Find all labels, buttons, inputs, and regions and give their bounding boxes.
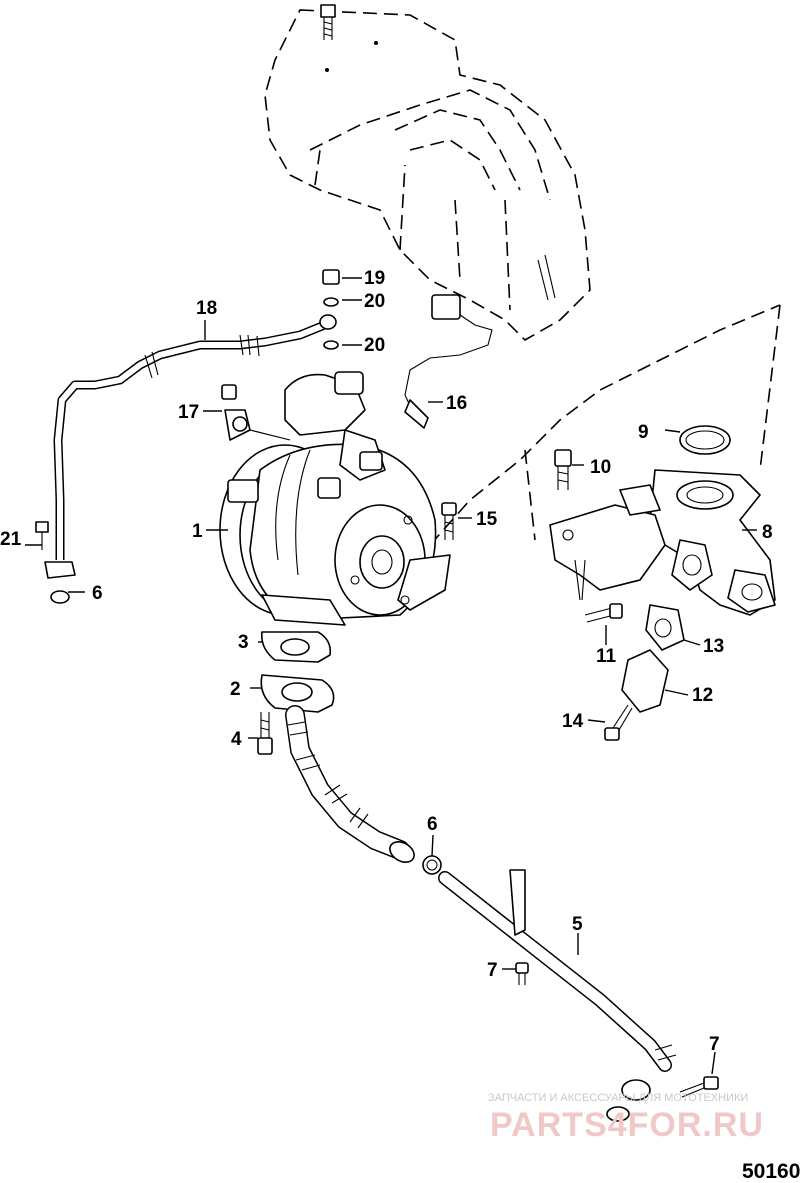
- callout-13: 13: [703, 636, 724, 657]
- bolt-15: [441, 502, 457, 540]
- callout-12: 12: [692, 685, 713, 706]
- banjo-fitting-19-20: [322, 269, 340, 350]
- callout-4: 4: [231, 729, 242, 750]
- callout-20-upper: 20: [364, 291, 385, 312]
- figure-number: 50160: [742, 1160, 800, 1183]
- watermark: ЗАПЧАСТИ И АКСЕССУАРЫ ДЛЯ МОТОТЕХНИКИ PA…: [488, 1092, 764, 1144]
- callout-17: 17: [178, 402, 199, 423]
- watermark-tagline: ЗАПЧАСТИ И АКСЕССУАРЫ ДЛЯ МОТОТЕХНИКИ: [488, 1092, 748, 1104]
- engine-top-bolt: [320, 4, 336, 40]
- exhaust-manifold-assembly: [549, 425, 776, 741]
- callout-18: 18: [196, 298, 217, 319]
- callout-9: 9: [638, 422, 649, 443]
- callout-labels: 19 20 20 18 17 16 15 1 21 6 3 2 4 6 5 7 …: [0, 268, 773, 1055]
- callout-8: 8: [762, 522, 773, 543]
- callout-6-left: 6: [92, 583, 103, 604]
- callout-1: 1: [192, 521, 203, 542]
- oil-feed-line: [35, 314, 337, 604]
- callout-11: 11: [596, 646, 617, 667]
- callout-15: 15: [476, 509, 498, 530]
- callout-7-right: 7: [709, 1034, 720, 1055]
- callout-10: 10: [590, 457, 611, 478]
- callout-14: 14: [562, 711, 584, 732]
- gaskets-2-3: [260, 631, 335, 713]
- oil-drain-hose: [285, 705, 719, 1122]
- callout-5: 5: [572, 914, 583, 935]
- callout-21: 21: [0, 529, 22, 550]
- watermark-brand: PARTS4FOR.RU: [490, 1106, 764, 1144]
- engine-block-outline: [264, 9, 781, 546]
- bolt-4: [257, 712, 273, 755]
- exhaust-sensor-16: [404, 294, 493, 429]
- vent-valve-17: [221, 384, 291, 441]
- turbocharger-assembly: [219, 371, 451, 626]
- callout-20-lower: 20: [364, 335, 385, 356]
- leader-lines: [25, 277, 757, 1075]
- callout-16: 16: [446, 393, 467, 414]
- callout-2: 2: [230, 679, 241, 700]
- callout-7-left: 7: [487, 960, 498, 981]
- callout-3: 3: [238, 632, 249, 653]
- callout-6-right: 6: [427, 814, 438, 835]
- callout-19: 19: [364, 268, 385, 289]
